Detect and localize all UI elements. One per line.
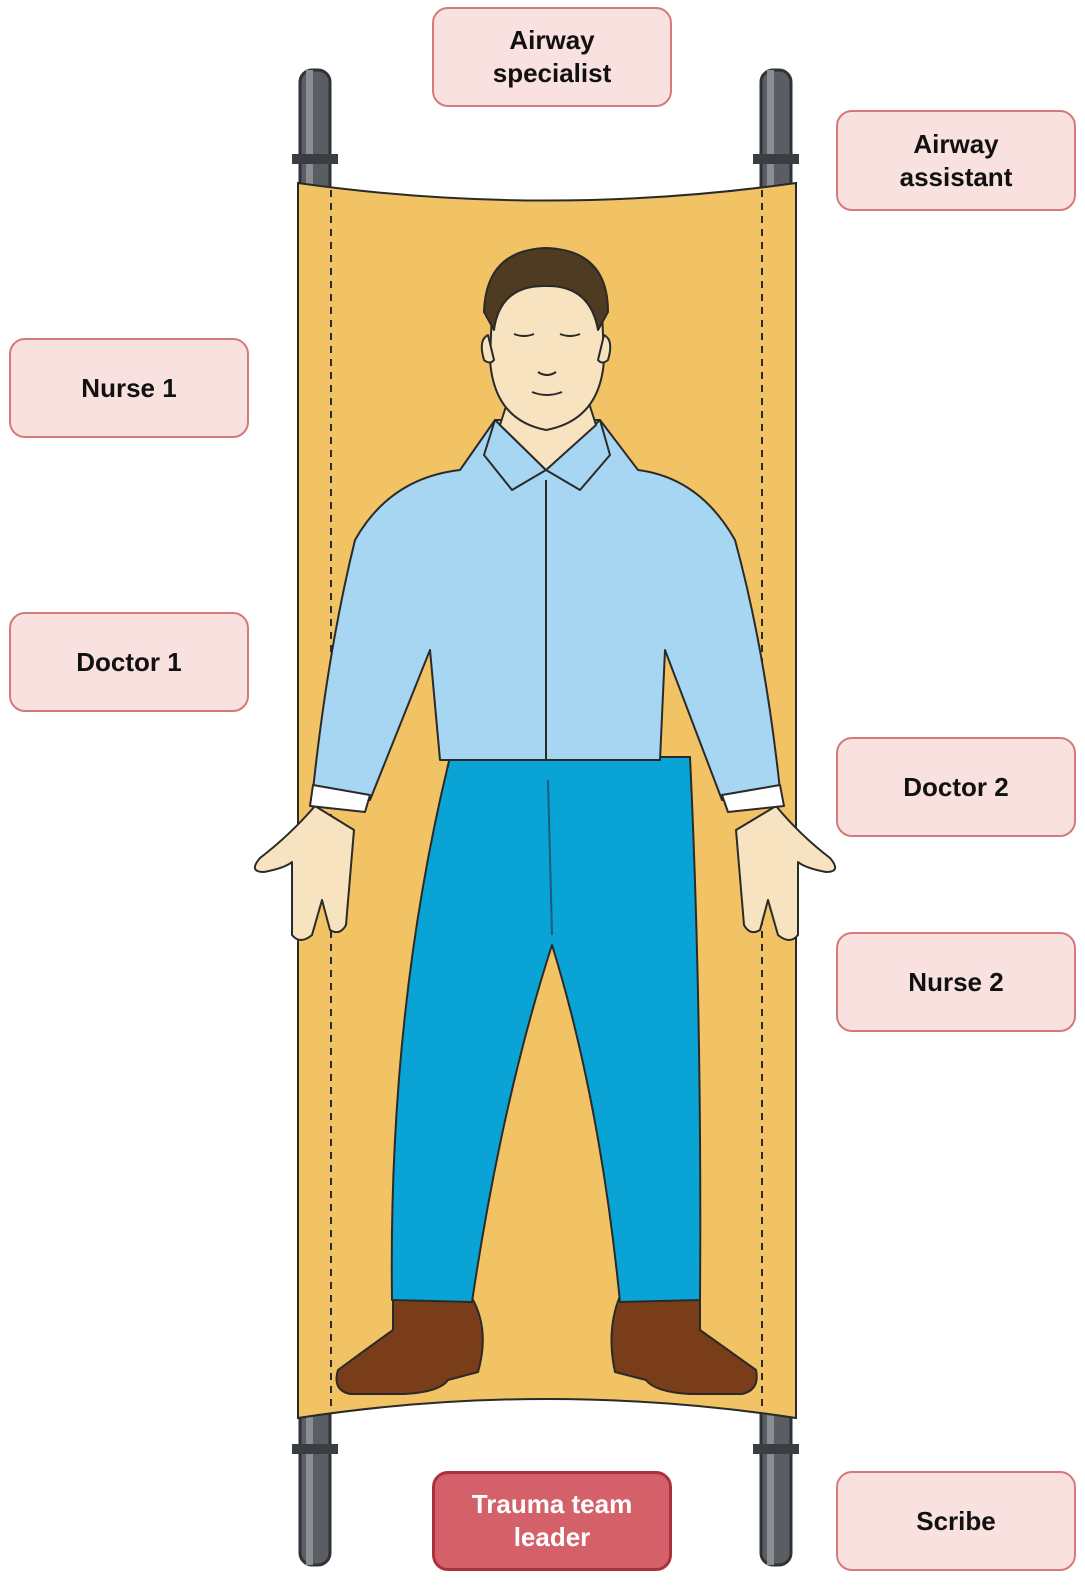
- role-airway-assistant: Airway assistant: [836, 110, 1076, 211]
- role-nurse-2: Nurse 2: [836, 932, 1076, 1032]
- role-doctor-1: Doctor 1: [9, 612, 249, 712]
- role-trauma-team-leader: Trauma team leader: [432, 1471, 672, 1571]
- role-scribe: Scribe: [836, 1471, 1076, 1571]
- role-airway-specialist: Airway specialist: [432, 7, 672, 107]
- role-doctor-2: Doctor 2: [836, 737, 1076, 837]
- left-hand: [255, 806, 354, 940]
- role-nurse-1: Nurse 1: [9, 338, 249, 438]
- right-hand: [736, 806, 835, 940]
